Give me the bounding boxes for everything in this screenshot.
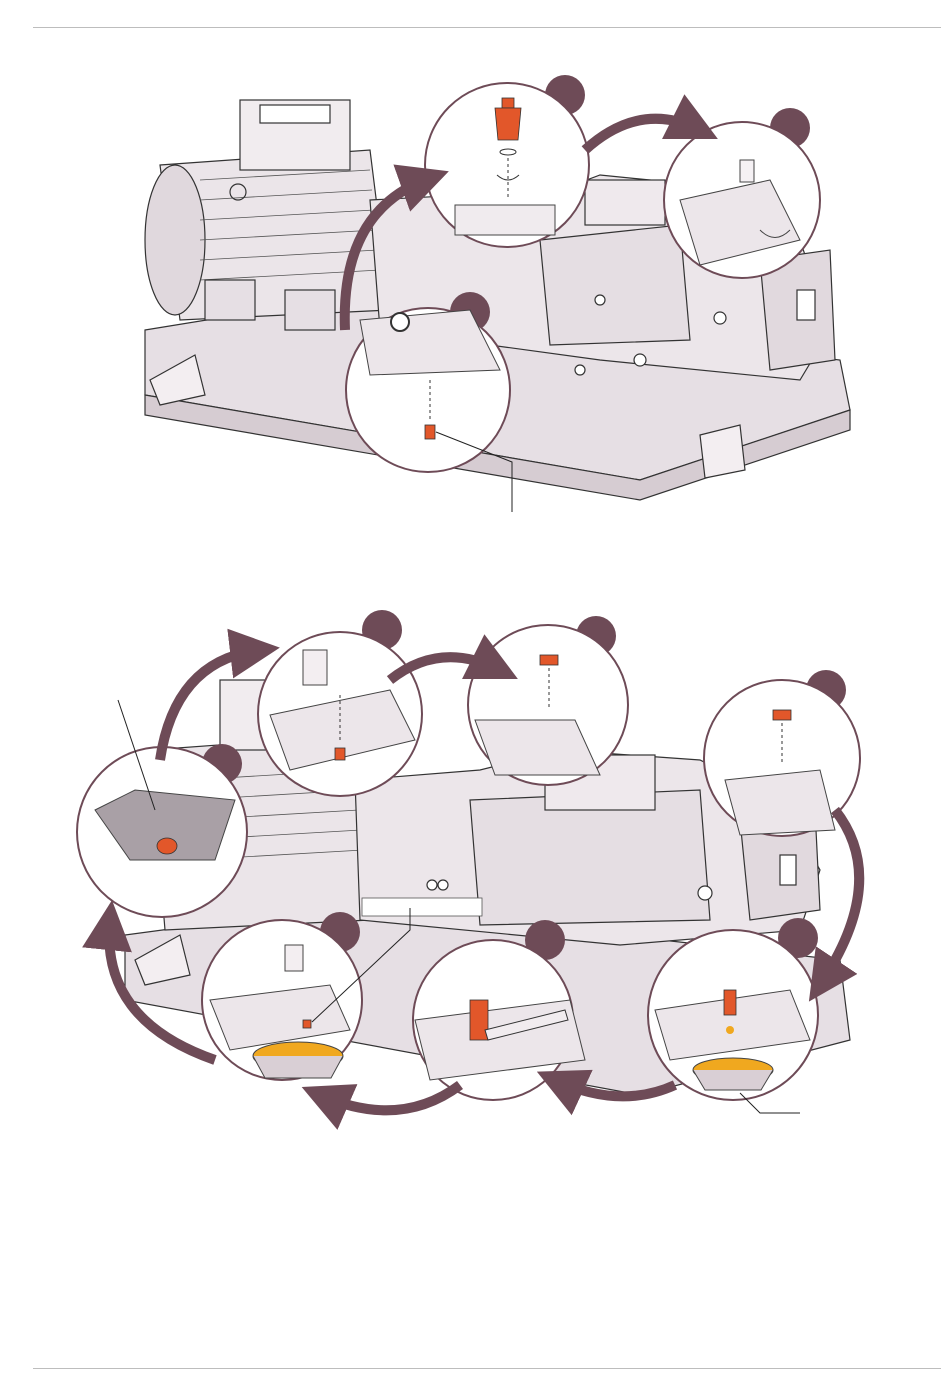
top-pump-figure [145, 75, 850, 512]
top-callout-filter [425, 75, 589, 247]
bottom-pump-figure [77, 610, 860, 1113]
top-motor [145, 100, 390, 330]
drain-plug-icon [425, 425, 435, 439]
oil-pan-icon [253, 1042, 343, 1078]
top-callout-right [664, 108, 820, 278]
callout-filler-mid [468, 616, 628, 785]
callout-filler-left [258, 610, 422, 796]
top-arrow-2 [585, 119, 700, 150]
